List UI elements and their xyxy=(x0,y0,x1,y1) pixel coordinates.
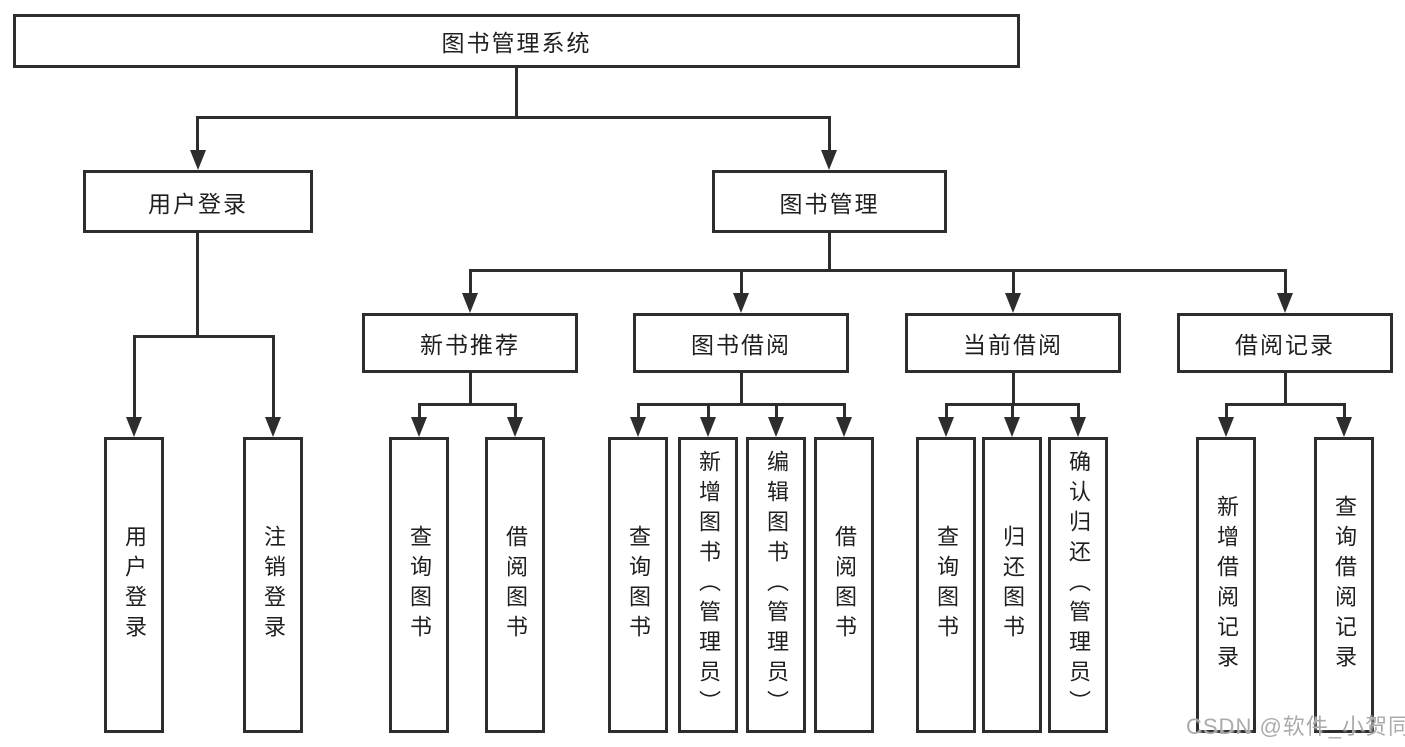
connector-stub xyxy=(272,335,275,419)
csdn-watermark: CSDN @软件_小贺同学 xyxy=(1186,714,1405,739)
leaf-add-borrow-record: 新增借阅记录 xyxy=(1196,437,1256,733)
leaf-label: 注销登录 xyxy=(261,525,286,645)
node-current-borrow: 当前借阅 xyxy=(905,313,1121,373)
arrow-down-icon xyxy=(1070,417,1086,437)
leaf-logout: 注销登录 xyxy=(243,437,303,733)
arrow-down-icon xyxy=(411,417,427,437)
node-library-management-system: 图书管理系统 xyxy=(13,14,1020,68)
leaf-user-login: 用户登录 xyxy=(104,437,164,733)
connector-mgmt-down xyxy=(828,233,831,272)
arrow-down-icon xyxy=(938,417,954,437)
leaf-label: 新增图书（管理员） xyxy=(696,450,721,720)
leaf-edit-books-admin: 编辑图书（管理员） xyxy=(746,437,806,733)
connector-stub xyxy=(1225,403,1228,420)
leaf-borrow-books: 借阅图书 xyxy=(814,437,874,733)
connector-stub xyxy=(514,403,517,420)
arrow-down-icon xyxy=(700,417,716,437)
connector-stub xyxy=(1077,403,1080,420)
connector-group-down xyxy=(740,373,743,406)
node-book-management: 图书管理 xyxy=(712,170,947,233)
connector-stub xyxy=(418,403,421,420)
arrow-down-icon xyxy=(821,150,837,170)
connector-group-down xyxy=(1012,373,1015,406)
arrow-down-icon xyxy=(1336,417,1352,437)
connector-level2-split xyxy=(196,116,831,119)
connector-root-down xyxy=(515,68,518,119)
connector-group-split xyxy=(1225,403,1346,406)
node-book-borrow: 图书借阅 xyxy=(633,313,849,373)
arrow-down-icon xyxy=(1277,293,1293,313)
connector-stub xyxy=(196,116,199,154)
arrow-down-icon xyxy=(265,417,281,437)
arrow-down-icon xyxy=(1004,417,1020,437)
connector-level3-split xyxy=(469,269,1287,272)
arrow-down-icon xyxy=(733,293,749,313)
leaf-label: 查询图书 xyxy=(626,525,651,645)
connector-stub xyxy=(1284,269,1287,296)
leaf-confirm-return-admin: 确认归还（管理员） xyxy=(1048,437,1108,733)
arrow-down-icon xyxy=(1005,293,1021,313)
connector-stub xyxy=(1343,403,1346,420)
leaf-query-books: 查询图书 xyxy=(916,437,976,733)
leaf-query-borrow-record: 查询借阅记录 xyxy=(1314,437,1374,733)
connector-stub xyxy=(707,403,710,420)
arrow-down-icon xyxy=(462,293,478,313)
connector-stub xyxy=(945,403,948,420)
leaf-label: 新增借阅记录 xyxy=(1214,495,1239,675)
leaf-label: 查询图书 xyxy=(934,525,959,645)
leaf-query-books: 查询图书 xyxy=(389,437,449,733)
connector-stub xyxy=(133,335,136,419)
leaf-label: 归还图书 xyxy=(1000,525,1025,645)
arrow-down-icon xyxy=(836,417,852,437)
leaf-label: 查询图书 xyxy=(407,525,432,645)
node-new-book-recommend: 新书推荐 xyxy=(362,313,578,373)
connector-stub xyxy=(469,269,472,296)
connector-stub xyxy=(775,403,778,420)
arrow-down-icon xyxy=(768,417,784,437)
arrow-down-icon xyxy=(126,417,142,437)
connector-stub xyxy=(1012,269,1015,296)
leaf-borrow-books: 借阅图书 xyxy=(485,437,545,733)
leaf-label: 查询借阅记录 xyxy=(1332,495,1357,675)
leaf-label: 借阅图书 xyxy=(832,525,857,645)
arrow-down-icon xyxy=(190,150,206,170)
leaf-add-books-admin: 新增图书（管理员） xyxy=(678,437,738,733)
connector-stub xyxy=(740,269,743,296)
leaf-query-books: 查询图书 xyxy=(608,437,668,733)
node-user-login: 用户登录 xyxy=(83,170,313,233)
leaf-label: 借阅图书 xyxy=(503,525,528,645)
connector-group-split xyxy=(637,403,846,406)
leaf-label: 用户登录 xyxy=(122,525,147,645)
connector-group-down xyxy=(469,373,472,406)
connector-stub xyxy=(637,403,640,420)
connector-group-split xyxy=(418,403,517,406)
connector-user-split xyxy=(133,335,275,338)
connector-stub xyxy=(828,116,831,154)
leaf-label: 编辑图书（管理员） xyxy=(764,450,789,720)
connector-group-down xyxy=(1284,373,1287,406)
connector-user-down xyxy=(196,232,199,338)
connector-stub xyxy=(843,403,846,420)
arrow-down-icon xyxy=(507,417,523,437)
leaf-return-books: 归还图书 xyxy=(982,437,1042,733)
arrow-down-icon xyxy=(630,417,646,437)
arrow-down-icon xyxy=(1218,417,1234,437)
node-borrow-records: 借阅记录 xyxy=(1177,313,1393,373)
leaf-label: 确认归还（管理员） xyxy=(1066,450,1091,720)
connector-stub xyxy=(1011,403,1014,420)
